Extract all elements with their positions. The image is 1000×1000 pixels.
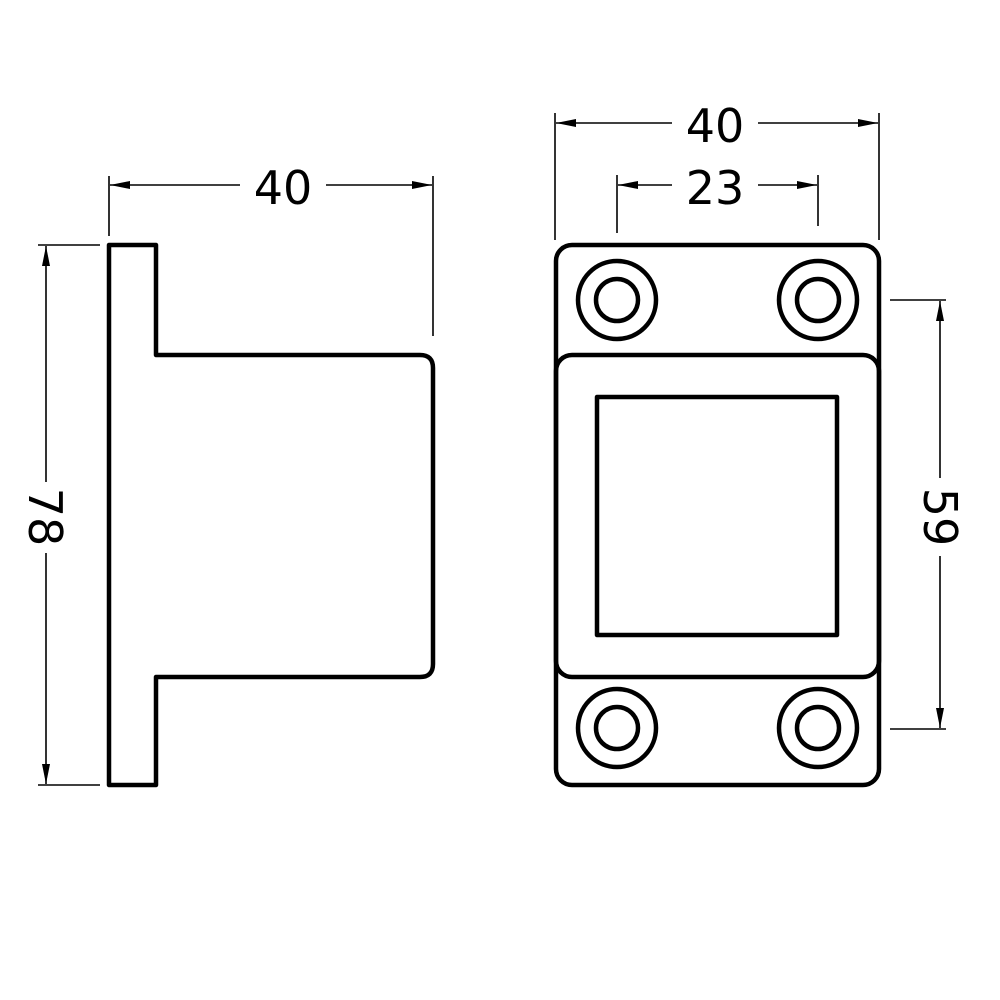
mounting-hole xyxy=(776,258,860,342)
side-width-label: 40 xyxy=(254,161,313,215)
mounting-plate xyxy=(553,242,882,788)
side-view: 40 78 xyxy=(18,161,436,788)
body-face xyxy=(553,352,882,680)
square-opening xyxy=(594,394,840,638)
front-width-label: 40 xyxy=(686,99,745,153)
vertical-hole-spacing-label: 59 xyxy=(913,488,967,547)
front-view: 40 23 59 xyxy=(553,99,967,788)
side-view-outline xyxy=(106,242,436,788)
side-height-label: 78 xyxy=(18,488,72,547)
mounting-hole xyxy=(776,686,860,770)
mounting-hole xyxy=(575,686,659,770)
mounting-hole xyxy=(575,258,659,342)
hole-spacing-label: 23 xyxy=(686,161,745,215)
